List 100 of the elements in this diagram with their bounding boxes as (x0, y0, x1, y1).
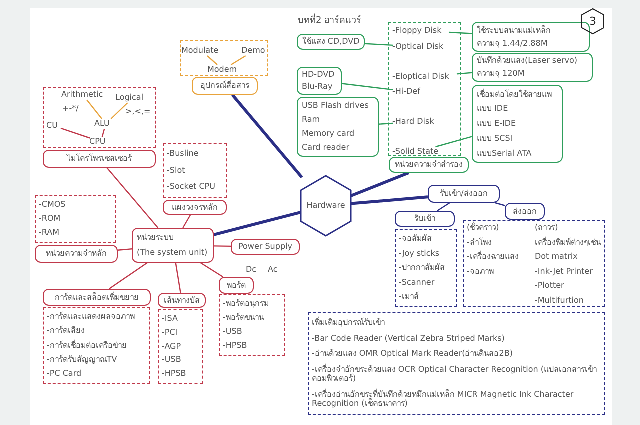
dashed-group-box (180, 40, 268, 76)
list-item: -Joy sticks (399, 248, 441, 258)
box-text: ความจุ 1.44/2.88M (477, 38, 549, 48)
connector-line (182, 214, 192, 228)
list-item: -USB (223, 327, 244, 337)
page-number-badge: 3 (581, 8, 605, 35)
label-text: Dc (246, 265, 257, 274)
box-text: USB Flash drives (302, 101, 370, 111)
topic-box: หน่วยความจำหลัก (35, 245, 118, 263)
box-text: เชื่อมต่อโดยใช้สายแพ (477, 90, 553, 100)
box-text: ความจุ 120M (477, 68, 526, 79)
list-item: Dot matrix (535, 252, 579, 262)
box-text: Blu-Ray (302, 82, 334, 92)
list-item: -Socket CPU (167, 182, 216, 192)
list-item: -การ์ดและแสดงผลจอภาพ (47, 312, 136, 322)
list-item: เพิ่มเติมอุปกรณ์รับเข้า (312, 318, 386, 328)
term-text: Demo (242, 46, 266, 56)
list-item: -HPSB (223, 341, 248, 351)
connector-line (214, 210, 302, 236)
topic-box: ใช้แสง CD,DVD (297, 34, 365, 50)
box-text: แบบ SCSI (477, 134, 514, 144)
connector-line (102, 128, 106, 138)
connector-line (118, 248, 132, 251)
list-box (219, 294, 285, 356)
page-title: บทที่2 ฮาร์ดแวร์ (298, 13, 362, 27)
box-text: แบบSerial ATA (477, 148, 533, 158)
connector-line (230, 55, 246, 66)
hexagon-node: Hardware (300, 175, 352, 237)
box-text: แบบ E-IDE (477, 119, 518, 129)
label-text: Ac (268, 265, 278, 274)
dashed-group-box (43, 87, 156, 148)
list-box (163, 143, 227, 198)
list-box (395, 229, 457, 307)
list-box (43, 307, 150, 384)
connector-line (437, 202, 450, 212)
connector-line (364, 43, 394, 46)
box-text: (The system unit) (137, 248, 209, 258)
list-box (463, 220, 605, 307)
term-text: -Optical Disk (392, 42, 448, 52)
topic-box: Power Supply (231, 239, 300, 255)
connector-line (175, 262, 182, 294)
list-box (35, 195, 116, 243)
connector-line (231, 94, 304, 179)
connector-line (456, 72, 472, 75)
connector-line (207, 56, 218, 66)
list-item: -PC Card (47, 369, 83, 379)
connector-line (495, 202, 506, 206)
connector-line (86, 100, 102, 120)
topic-box (297, 67, 342, 95)
list-item: -Multifurtion (535, 296, 585, 306)
term-text: Logical (116, 92, 150, 102)
term-text: CPU (90, 136, 112, 146)
list-item: -เครื่องอ่านอักขระที่บันทึกด้วยหมึกแม่เหล็ก MICR Magnetic Ink Character Recognition (เช็คธนาคาร) (312, 390, 575, 410)
topic-box: การ์ดและสล็อตเพิ่มขยาย (43, 289, 151, 306)
list-box (158, 309, 203, 384)
connector-line (109, 262, 148, 290)
list-item: -เมาส์ (399, 292, 420, 302)
topic-box: รับเข้า (395, 211, 455, 227)
topic-box: ส่งออก (505, 203, 545, 220)
list-item: -Slot (167, 166, 186, 176)
topic-box (472, 22, 590, 52)
list-item: -ลำโพง (467, 238, 493, 248)
list-item: -CMOS (39, 200, 67, 210)
topic-box: เส้นทางบัส (158, 293, 206, 308)
box-text: ใช้ระบบสนามแม่เหล็ก (477, 26, 552, 36)
topic-box (472, 53, 593, 82)
list-item: -ISA (162, 314, 179, 324)
term-text: Arithmetic (62, 90, 104, 100)
list-item: (ถาวร) (535, 223, 560, 233)
term-text: Modulate (182, 46, 222, 56)
list-item: -พอร์ตขนาน (223, 313, 266, 323)
topic-box: อุปกรณ์สื่อสาร (192, 77, 258, 95)
list-item: -PCI (162, 328, 179, 338)
topic-box (472, 85, 563, 163)
term-text: >,<,= (126, 106, 150, 116)
topic-box: แผงวงจรหลัก (163, 200, 227, 215)
list-item: -การ์ดเสียง (47, 326, 86, 336)
connector-line (436, 136, 472, 148)
list-box (308, 312, 605, 415)
list-item: -อ่านด้วยแสง OMR Optical Mark Reader(อ่านดินสอ2B) (312, 349, 514, 359)
connector-line (60, 128, 90, 139)
box-text: Ram (302, 115, 322, 125)
term-text: -Hard Disk (392, 116, 438, 126)
list-item: (ชั่วคราว) (467, 223, 500, 233)
list-item: -RAM (39, 228, 60, 238)
list-item: เครื่องพิมพ์ต่างๆเช่น (535, 238, 601, 248)
box-text: แบบ IDE (477, 104, 510, 114)
box-text: หน่วยระบบ (137, 232, 175, 243)
box-text: บันทึกด้วยแสง(Laser servo) (477, 56, 579, 66)
list-item: -Busline (167, 149, 200, 159)
list-item: -USB (162, 355, 182, 366)
list-item: -การ์ดเชื่อมต่อเครือข่าย (47, 340, 128, 350)
connector-line (106, 168, 159, 228)
list-item: -Scanner (399, 278, 436, 288)
list-item: -AGP (162, 342, 182, 352)
list-item: -Ink-Jet Printer (535, 266, 594, 276)
connector-line (214, 246, 231, 248)
connector-line (110, 102, 128, 120)
connector-line (448, 32, 472, 34)
dashed-group-box (388, 22, 461, 156)
